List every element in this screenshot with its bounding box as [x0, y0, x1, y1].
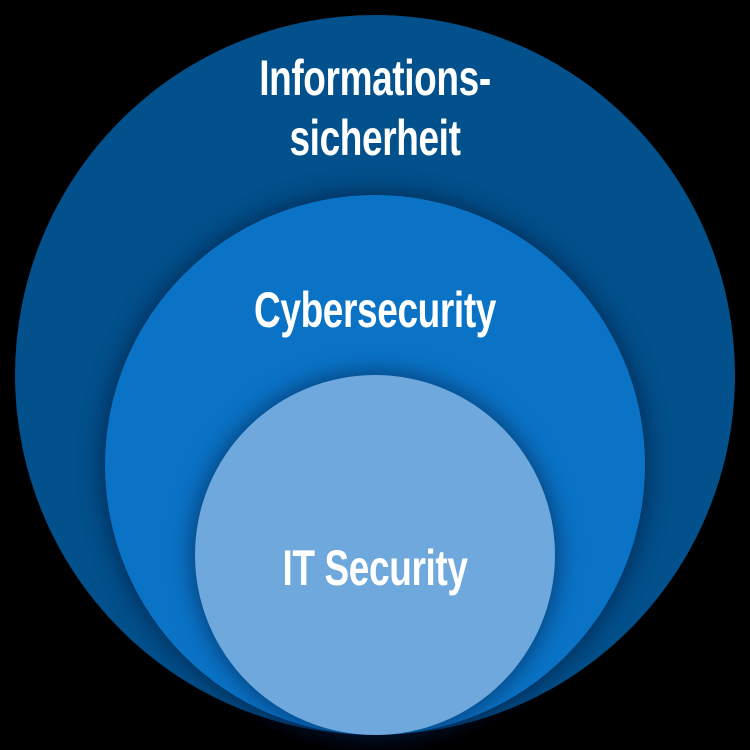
label-cybersecurity: Cybersecurity [254, 282, 496, 338]
label-it-security: IT Security [282, 540, 468, 596]
label-line-1: Informations- [259, 50, 491, 106]
circle-it-security [195, 375, 555, 735]
label-informationssicherheit: Informations- sicherheit [98, 48, 653, 168]
label-line-2: sicherheit [289, 110, 461, 166]
